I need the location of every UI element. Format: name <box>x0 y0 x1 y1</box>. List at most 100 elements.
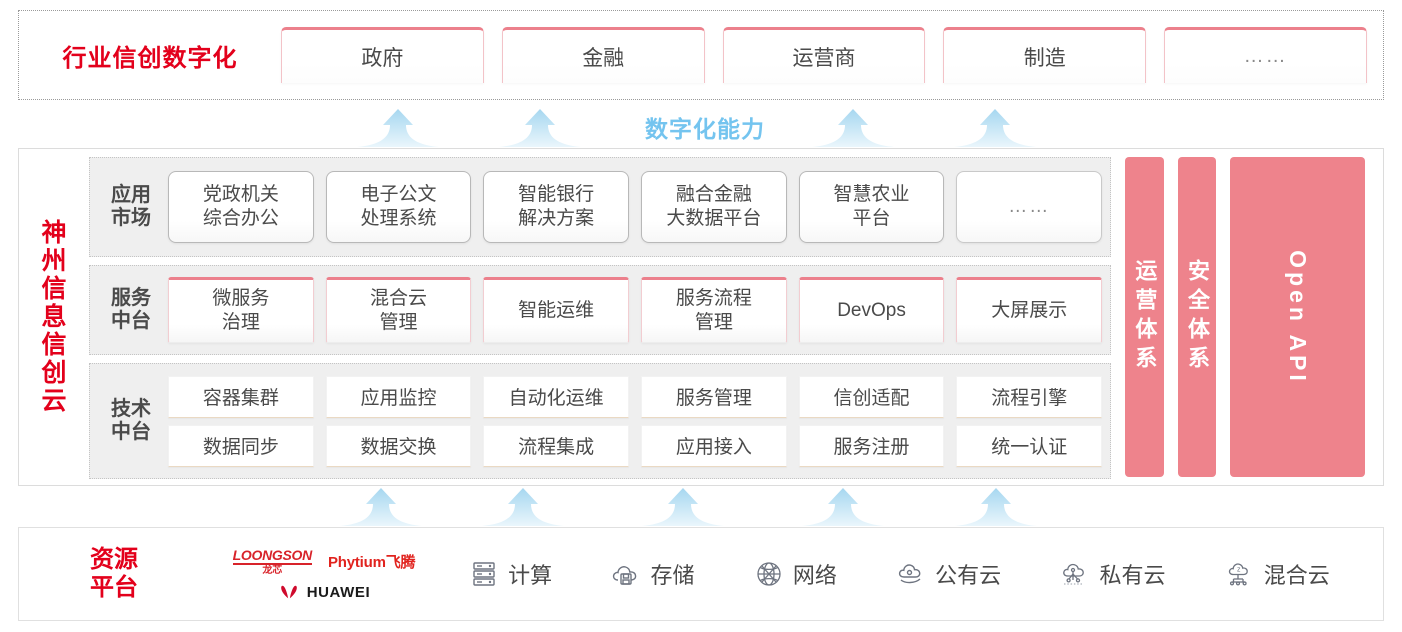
cloud-title-char: 创 <box>41 359 67 387</box>
card-line1: …… <box>1008 196 1051 218</box>
cloud-platform-body: 应用 市场 党政机关 综合办公 电子公文 <box>89 149 1383 485</box>
industry-tab-more[interactable]: …… <box>1164 27 1367 83</box>
svc-card-microservice-governance[interactable]: 微服务 治理 <box>168 277 314 343</box>
app-card-more[interactable]: …… <box>956 171 1103 243</box>
technology-card-row: 数据同步 数据交换 流程集成 应用接入 服务注册 统一认证 <box>168 424 1103 467</box>
svc-card-hybrid-cloud-management[interactable]: 混合云 管理 <box>325 277 472 343</box>
vendor-logo-row: LOONGSON 龙芯 Phytium飞腾 <box>232 546 416 576</box>
tech-card-unified-auth[interactable]: 统一认证 <box>956 424 1103 467</box>
card-line2: 平台 <box>852 208 891 229</box>
svc-card-intelligent-ops[interactable]: 智能运维 <box>483 277 630 343</box>
card-line2: 管理 <box>694 312 733 333</box>
cloud-title-char: 神 <box>41 219 67 247</box>
resource-platform-title: 资源 平台 <box>90 545 138 601</box>
pillar-label: 安全体系 <box>1185 259 1210 375</box>
tech-card-app-monitoring[interactable]: 应用监控 <box>325 375 472 418</box>
resource-item-network[interactable]: 网络 <box>753 558 837 590</box>
capability-arrow-band-top: 数字化能力 <box>0 104 1402 148</box>
huawei-flower-icon <box>280 585 297 599</box>
tier-label-service-platform: 服务 中台 <box>111 287 151 332</box>
loongson-logo-text: LOONGSON <box>232 546 312 565</box>
industry-tab-list: 政府 金融 运营商 制造 …… <box>281 27 1383 83</box>
tier-row-application-market: 应用 市场 党政机关 综合办公 电子公文 <box>89 157 1111 257</box>
card-line1: 大屏展示 <box>991 300 1068 322</box>
pillar-label: Open API <box>1285 249 1312 385</box>
industry-tab-finance[interactable]: 金融 <box>501 27 705 83</box>
resource-item-hybrid-cloud[interactable]: z 混合云 <box>1224 558 1330 590</box>
pillar-label: 运营体系 <box>1132 259 1158 375</box>
app-card-smart-agriculture[interactable]: 智慧农业 平台 <box>798 171 945 243</box>
resource-item-list: 计算 存储 <box>439 558 1383 590</box>
card-line2: 管理 <box>379 312 418 333</box>
pillar-open-api[interactable]: Open API <box>1230 157 1366 477</box>
tech-card-service-management[interactable]: 服务管理 <box>641 375 787 418</box>
resource-item-storage[interactable]: 存储 <box>610 558 695 590</box>
network-globe-icon <box>757 562 781 586</box>
industry-tab-label: 制造 <box>1023 46 1066 70</box>
tech-card-xinchuang-adaptation[interactable]: 信创适配 <box>798 375 945 418</box>
app-card-edoc-system[interactable]: 电子公文 处理系统 <box>325 171 472 243</box>
card-line2: 解决方案 <box>518 208 595 229</box>
tech-card-service-registry[interactable]: 服务注册 <box>798 424 945 467</box>
resource-item-label: 公有云 <box>935 563 1002 588</box>
app-card-government-office[interactable]: 党政机关 综合办公 <box>168 171 314 243</box>
card-line2: 大数据平台 <box>666 208 762 229</box>
industry-tab-government[interactable]: 政府 <box>281 27 484 83</box>
app-card-finance-bigdata[interactable]: 融合金融 大数据平台 <box>641 171 787 243</box>
resource-item-public-cloud[interactable]: 公有云 <box>895 558 1001 590</box>
up-arrow-icon <box>640 487 726 527</box>
pillar-operations-system[interactable]: 运营体系 <box>1125 157 1164 477</box>
capability-arrow-band-bottom <box>0 487 1402 527</box>
cloud-title-char: 信 <box>41 275 67 303</box>
card-line1: 混合云 <box>370 288 428 310</box>
industry-band-title: 行业信创数字化 <box>62 44 238 72</box>
tech-card-app-access[interactable]: 应用接入 <box>641 424 787 467</box>
svc-card-big-screen-display[interactable]: 大屏展示 <box>956 277 1103 343</box>
industry-tab-telecom[interactable]: 运营商 <box>722 27 926 83</box>
card-line1: DevOps <box>837 300 906 322</box>
tier-label-application-market: 应用 市场 <box>111 184 151 229</box>
industry-tab-label: 政府 <box>361 46 404 70</box>
service-platform-cards: 微服务 治理 混合云 管理 智能运维 <box>164 277 1103 343</box>
public-cloud-icon <box>899 564 921 584</box>
card-line2: 处理系统 <box>360 208 437 229</box>
resource-item-private-cloud[interactable]: 私有云 <box>1059 558 1165 590</box>
tier-row-technology-platform: 技术 中台 容器集群 应用监控 自动化运维 服务管理 信创适配 流程引擎 <box>89 363 1111 479</box>
svc-card-devops[interactable]: DevOps <box>798 277 945 343</box>
industry-tab-label: 金融 <box>582 46 625 70</box>
loongson-logo-subtext: 龙芯 <box>262 564 283 576</box>
app-card-smart-bank[interactable]: 智能银行 解决方案 <box>483 171 630 243</box>
tier-rows: 应用 市场 党政机关 综合办公 电子公文 <box>89 157 1111 479</box>
tech-card-process-integration[interactable]: 流程集成 <box>483 424 630 467</box>
tech-card-process-engine[interactable]: 流程引擎 <box>956 375 1103 418</box>
tech-card-data-exchange[interactable]: 数据交换 <box>325 424 472 467</box>
card-line2: 治理 <box>221 312 260 333</box>
tier-label-technology-platform: 技术 中台 <box>111 398 151 443</box>
up-arrow-icon <box>480 487 566 527</box>
tech-card-container-cluster[interactable]: 容器集群 <box>168 375 314 418</box>
resource-item-compute[interactable]: 计算 <box>468 558 552 590</box>
loongson-logo: LOONGSON 龙芯 <box>232 546 312 576</box>
resource-item-label: 存储 <box>650 563 695 588</box>
svc-card-service-process-management[interactable]: 服务流程 管理 <box>641 277 787 343</box>
tech-card-data-sync[interactable]: 数据同步 <box>168 424 314 467</box>
capability-label: 数字化能力 <box>645 116 765 142</box>
resource-item-label: 混合云 <box>1263 563 1330 588</box>
cloud-platform-panel: 神 州 信 息 信 创 云 应用 市场 党政机关 <box>18 148 1384 486</box>
card-line1: 智慧农业 <box>833 184 910 206</box>
technology-platform-cards: 容器集群 应用监控 自动化运维 服务管理 信创适配 流程引擎 数据同步 数据交换… <box>164 375 1103 467</box>
up-arrow-icon <box>952 108 1038 148</box>
industry-tab-label: …… <box>1243 45 1288 67</box>
pillar-security-system[interactable]: 安全体系 <box>1177 157 1217 477</box>
tech-card-automated-ops[interactable]: 自动化运维 <box>483 375 630 418</box>
cloud-storage-icon <box>613 566 637 585</box>
card-line1: 服务流程 <box>675 288 752 310</box>
card-line1: 融合金融 <box>675 184 752 206</box>
card-line1: 智能运维 <box>518 300 595 322</box>
industry-tab-manufacturing[interactable]: 制造 <box>943 27 1147 83</box>
huawei-logo-text: HUAWEI <box>306 583 371 601</box>
industry-tab-label: 运营商 <box>792 46 856 70</box>
resource-item-label: 私有云 <box>1099 563 1166 588</box>
application-market-cards: 党政机关 综合办公 电子公文 处理系统 智能银行 <box>164 171 1103 243</box>
